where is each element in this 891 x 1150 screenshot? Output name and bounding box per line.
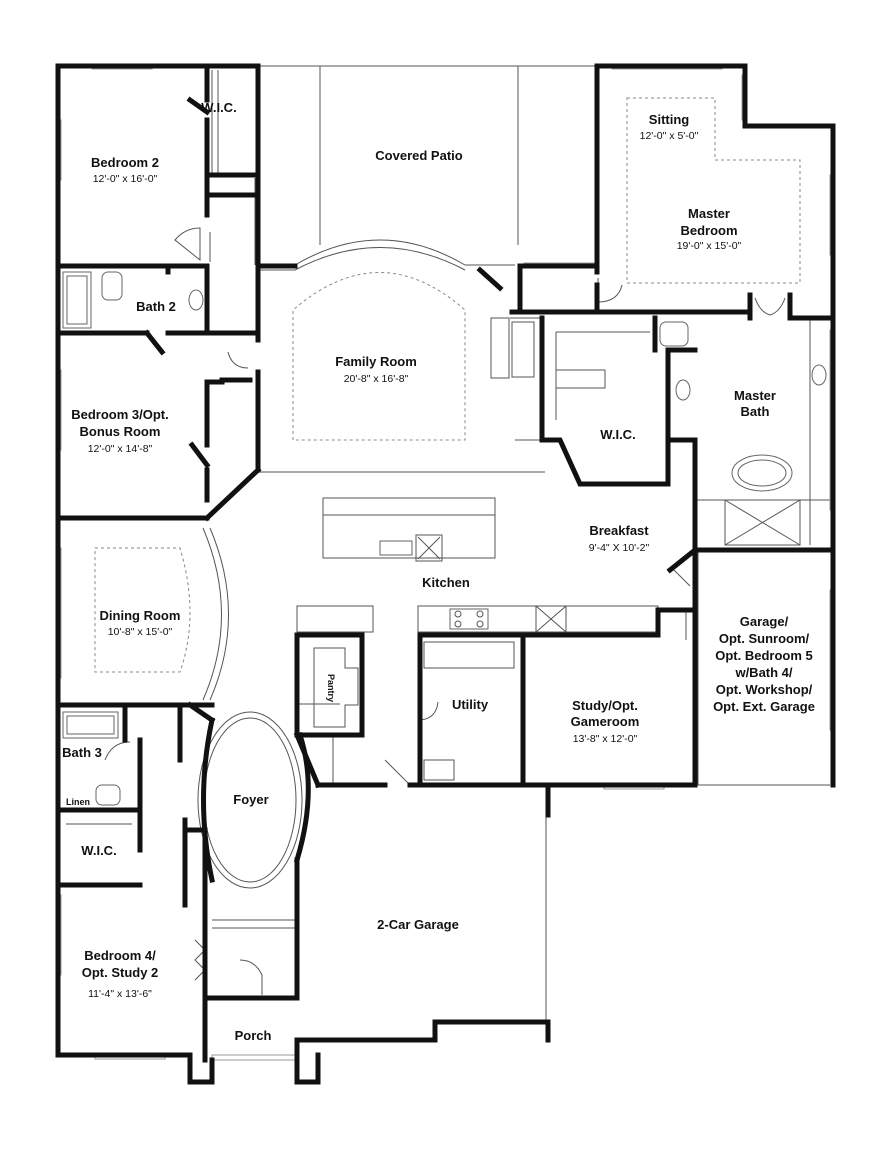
garage-opt-line-1: Garage/ [740, 614, 789, 629]
pantry-label: Pantry [326, 674, 336, 702]
room-master-bath: Master Bath [734, 388, 776, 419]
sitting-label: Sitting [649, 112, 689, 127]
room-bedroom-3: Bedroom 3/Opt. Bonus Room 12'-0" x 14'-8… [71, 407, 169, 455]
room-garage-opt: Garage/ Opt. Sunroom/ Opt. Bedroom 5 w/B… [713, 614, 815, 714]
master-bath-label-1: Master [734, 388, 776, 403]
utility-label: Utility [452, 697, 489, 712]
bedroom-4-dims: 11'-4" x 13'-6" [88, 988, 152, 1000]
family-room-dims: 20'-8" x 16'-8" [344, 373, 409, 385]
two-car-garage-label: 2-Car Garage [377, 917, 459, 932]
bedroom-3-dims: 12'-0" x 14'-8" [88, 443, 153, 455]
bedroom-3-label-1: Bedroom 3/Opt. [71, 407, 169, 422]
wic-top-label: W.I.C. [201, 100, 236, 115]
garage-opt-line-2: Opt. Sunroom/ [719, 631, 810, 646]
bedroom-2-label: Bedroom 2 [91, 155, 159, 170]
garage-opt-line-6: Opt. Ext. Garage [713, 699, 815, 714]
room-family: Family Room 20'-8" x 16'-8" [335, 354, 417, 385]
foyer-label: Foyer [233, 792, 268, 807]
room-bedroom-4: Bedroom 4/ Opt. Study 2 11'-4" x 13'-6" [82, 948, 159, 1000]
covered-patio-label: Covered Patio [375, 148, 462, 163]
room-study: Study/Opt. Gameroom 13'-8" x 12'-0" [571, 698, 640, 745]
room-sitting: Sitting 12'-0" x 5'-0" [640, 112, 699, 142]
study-label-2: Gameroom [571, 714, 640, 729]
detail-lines [62, 65, 832, 1022]
room-bedroom-2: Bedroom 2 12'-0" x 16'-0" [91, 155, 159, 185]
sitting-dims: 12'-0" x 5'-0" [640, 130, 699, 142]
garage-opt-line-3: Opt. Bedroom 5 [715, 648, 813, 663]
master-bath-label-2: Bath [741, 404, 770, 419]
study-dims: 13'-8" x 12'-0" [573, 733, 638, 745]
porch-label: Porch [235, 1028, 272, 1043]
linen-label: Linen [66, 797, 90, 807]
room-master-bedroom: Master Bedroom 19'-0" x 15'-0" [677, 206, 742, 252]
bedroom-4-label-1: Bedroom 4/ [84, 948, 156, 963]
walls [55, 63, 836, 1085]
room-breakfast: Breakfast 9'-4" X 10'-2" [589, 523, 650, 554]
master-bedroom-label-2: Bedroom [680, 223, 737, 238]
garage-opt-line-4: w/Bath 4/ [734, 665, 792, 680]
wic-bed4-label: W.I.C. [81, 843, 116, 858]
kitchen-label: Kitchen [422, 575, 470, 590]
breakfast-label: Breakfast [589, 523, 649, 538]
bedroom-3-label-2: Bonus Room [80, 424, 161, 439]
master-bedroom-dims: 19'-0" x 15'-0" [677, 240, 742, 252]
room-dining: Dining Room 10'-8" x 15'-0" [100, 608, 181, 638]
family-room-label: Family Room [335, 354, 417, 369]
garage-opt-line-5: Opt. Workshop/ [716, 682, 813, 697]
wic-master-label: W.I.C. [600, 427, 635, 442]
bath-3-label: Bath 3 [62, 745, 102, 760]
bath-2-label: Bath 2 [136, 299, 176, 314]
dining-room-label: Dining Room [100, 608, 181, 623]
master-bedroom-label-1: Master [688, 206, 730, 221]
study-label-1: Study/Opt. [572, 698, 638, 713]
bedroom-2-dims: 12'-0" x 16'-0" [93, 173, 158, 185]
breakfast-dims: 9'-4" X 10'-2" [589, 542, 650, 554]
bedroom-4-label-2: Opt. Study 2 [82, 965, 159, 980]
dining-room-dims: 10'-8" x 15'-0" [108, 626, 173, 638]
room-labels: Bedroom 2 12'-0" x 16'-0" W.I.C. Covered… [62, 100, 815, 1043]
